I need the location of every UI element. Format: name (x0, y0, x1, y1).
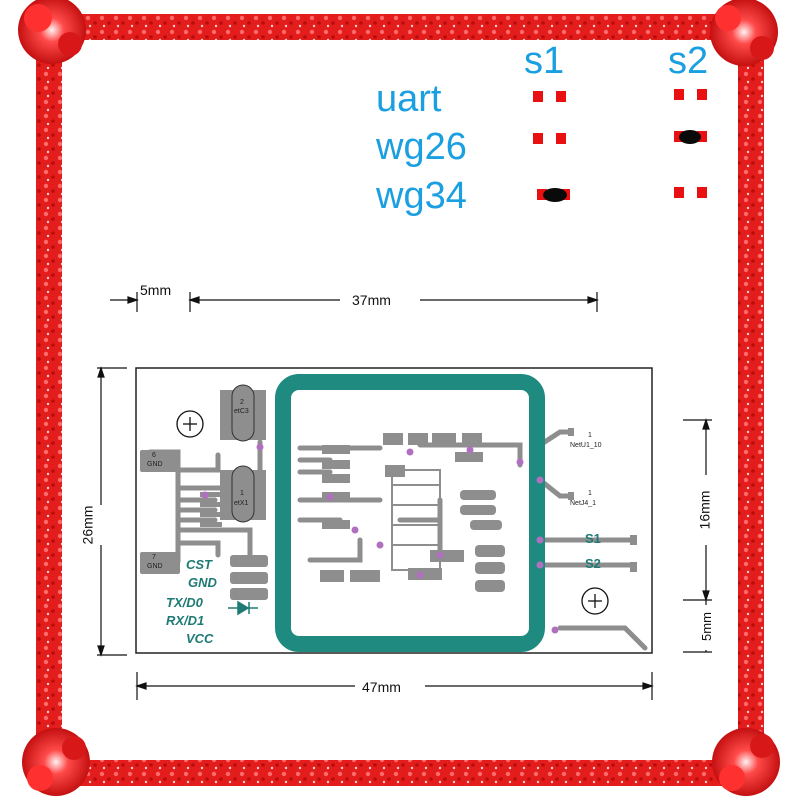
crystal-x1 (220, 465, 266, 523)
label-x1-num: 1 (240, 490, 244, 497)
label-gnd7-num: 7 (152, 554, 156, 561)
jumper-uart-s2 (674, 89, 707, 100)
label-gnd6-num: 6 (152, 452, 156, 459)
pin-label-s1: S1 (585, 531, 601, 546)
corner-flower-bottom-right (712, 728, 780, 796)
dim-right-upper: 16mm (696, 490, 713, 530)
dim-top-left: 5mm (140, 282, 172, 298)
dim-bottom-width: 47mm (362, 679, 401, 695)
corner-flower-top-left (18, 0, 86, 64)
jumper-uart-s1 (533, 91, 566, 102)
label-net2-num: 1 (588, 490, 592, 497)
mounting-hole-left (176, 410, 204, 438)
corner-flower-top-right (710, 0, 778, 66)
jumper-wg34-s1 (537, 188, 570, 202)
label-c3-name: etC3 (234, 408, 249, 415)
label-net1-num: 1 (588, 432, 592, 439)
pin-label-s2: S2 (585, 556, 601, 571)
label-x1-name: etX1 (234, 500, 249, 507)
label-gnd7-name: GND (147, 563, 163, 570)
dim-left-height: 26mm (79, 505, 96, 545)
diode-symbol (228, 600, 258, 616)
label-net2-name: NetJ4_1 (570, 500, 597, 507)
pin-label-cst: CST (186, 557, 212, 572)
row-label-wg26: wg26 (376, 126, 467, 168)
header-s2: s2 (668, 40, 709, 82)
capacitor-c3 (220, 384, 266, 442)
mounting-hole-right (581, 587, 609, 615)
label-net1-name: NetU1_10 (570, 442, 602, 449)
label-c3-num: 2 (240, 399, 244, 406)
jumper-wg26-s2 (674, 130, 707, 144)
row-label-wg34: wg34 (376, 175, 467, 217)
pin-label-tx: TX/D0 (166, 595, 203, 610)
pcb-board (135, 367, 653, 654)
pin-label-gnd: GND (188, 575, 217, 590)
vias (201, 443, 559, 634)
copper-traces (147, 429, 648, 651)
dim-top-main: 37mm (352, 292, 391, 308)
jumper-wg34-s2 (674, 187, 707, 198)
ic-chip (391, 469, 441, 571)
jumper-wg26-s1 (533, 133, 566, 144)
label-gnd6-name: GND (147, 461, 163, 468)
solder-bridge-wg34-s1 (543, 188, 567, 202)
antenna-coil (275, 374, 545, 652)
dim-right-lower: 5mm (698, 612, 714, 641)
pin-label-vcc: VCC (186, 631, 214, 646)
pin-label-rx: RX/D1 (166, 613, 205, 628)
jumper-pads (533, 89, 707, 202)
solder-bridge-wg26-s2 (679, 130, 701, 144)
header-s1: s1 (524, 40, 565, 82)
corner-flower-bottom-left (22, 728, 90, 796)
row-label-uart: uart (376, 78, 442, 120)
dimension-lines (97, 292, 712, 700)
